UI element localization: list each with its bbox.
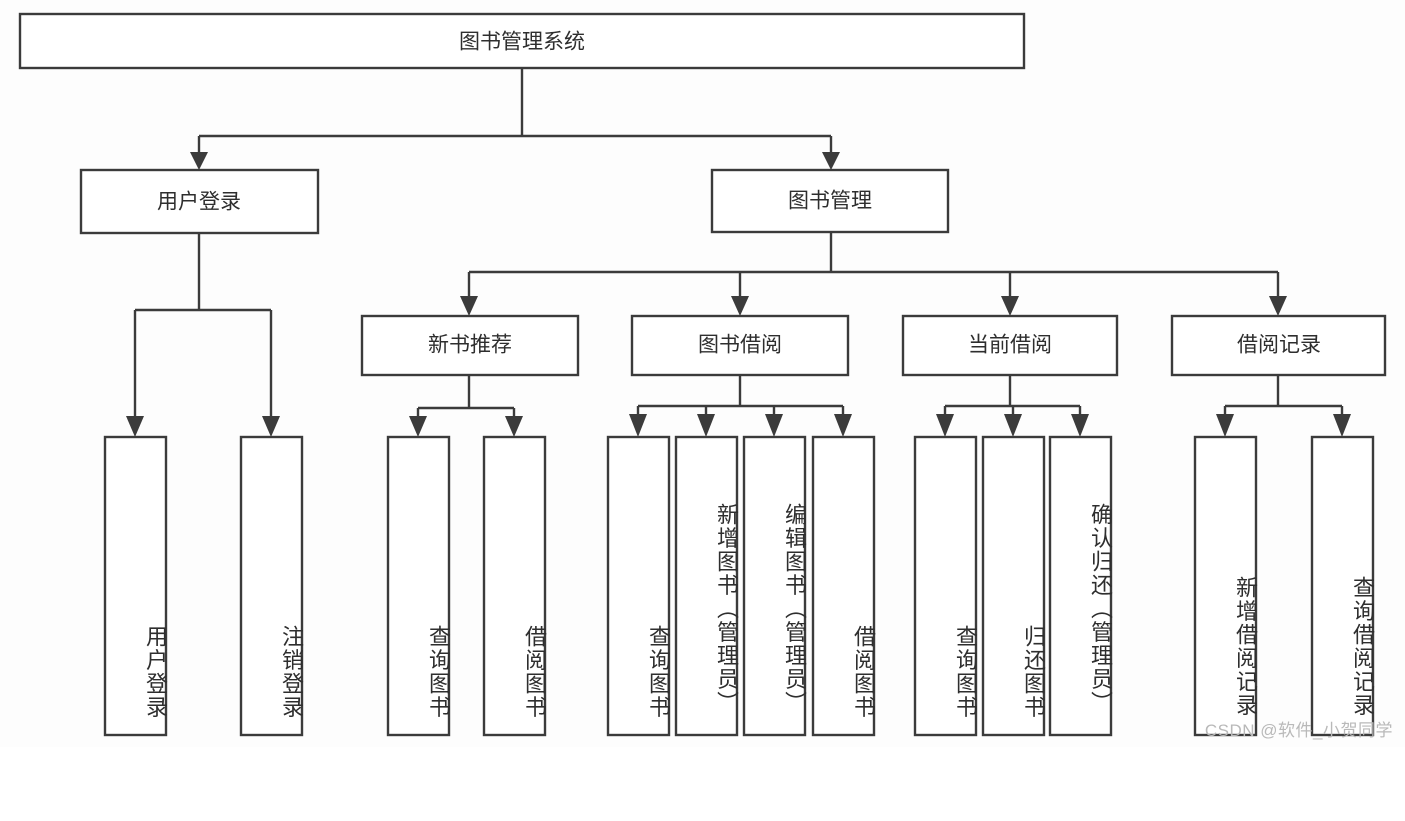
arrow-head-leaf7 — [765, 414, 783, 437]
arrow-head-leaf12 — [1216, 414, 1234, 437]
arrow-head-bookmgmt — [822, 152, 840, 170]
arrow-head-leaf11 — [1071, 414, 1089, 437]
watermark-text: CSDN @软件_小贺同学 — [1204, 721, 1393, 740]
node-box-leaf4[interactable] — [482, 435, 547, 737]
node-labels-horizontal: 图书管理系统 用户登录 图书管理 新书推荐 图书借阅 当前借阅 借阅记录 — [157, 31, 1321, 357]
arrow-head-borrow — [731, 296, 749, 316]
arrow-head-leaf4 — [505, 416, 523, 437]
node-box-leaf6[interactable] — [674, 435, 739, 737]
node-box-leaf10[interactable] — [981, 435, 1046, 737]
node-box-leaf8[interactable] — [811, 435, 876, 737]
node-box-leaf2[interactable] — [239, 435, 304, 737]
flowchart-canvas: 图书管理系统 用户登录 图书管理 新书推荐 图书借阅 当前借阅 借阅记录 用户登… — [18, 12, 1393, 740]
node-label-root: 图书管理系统 — [459, 31, 585, 54]
arrow-head-leaf2 — [262, 416, 280, 437]
node-box-newbook[interactable] — [360, 314, 580, 377]
node-box-leaf12[interactable] — [1193, 435, 1258, 737]
arrow-head-newbook — [460, 296, 478, 316]
node-box-borrow[interactable] — [630, 314, 850, 377]
flowchart-svg: 图书管理系统 用户登录 图书管理 新书推荐 图书借阅 当前借阅 借阅记录 — [18, 12, 1387, 737]
node-box-current[interactable] — [901, 314, 1119, 377]
node-boxes — [18, 12, 1387, 737]
node-box-bookmgmt[interactable] — [710, 168, 950, 234]
arrow-head-leaf8 — [834, 414, 852, 437]
arrow-head-leaf13 — [1333, 414, 1351, 437]
arrow-head-leaf6 — [697, 414, 715, 437]
node-label-newbook: 新书推荐 — [428, 334, 512, 357]
node-box-leaf13[interactable] — [1310, 435, 1375, 737]
node-label-record: 借阅记录 — [1237, 334, 1321, 357]
arrow-head-login — [190, 152, 208, 170]
node-box-leaf3[interactable] — [386, 435, 451, 737]
arrow-head-leaf5 — [629, 414, 647, 437]
node-box-record[interactable] — [1170, 314, 1387, 377]
arrow-head-leaf1 — [126, 416, 144, 437]
node-box-leaf5[interactable] — [606, 435, 671, 737]
arrow-head-leaf10 — [1004, 414, 1022, 437]
node-label-bookmgmt: 图书管理 — [788, 190, 872, 213]
node-label-login: 用户登录 — [157, 191, 241, 214]
arrow-head-current — [1001, 296, 1019, 316]
connectors — [126, 68, 1351, 437]
arrow-head-leaf3 — [409, 416, 427, 437]
node-label-current: 当前借阅 — [968, 334, 1052, 357]
node-label-borrow: 图书借阅 — [698, 334, 782, 357]
node-box-login[interactable] — [79, 168, 320, 235]
arrow-head-record — [1269, 296, 1287, 316]
node-box-leaf1[interactable] — [103, 435, 168, 737]
arrow-head-leaf9 — [936, 414, 954, 437]
node-box-leaf7[interactable] — [742, 435, 807, 737]
node-box-root[interactable] — [18, 12, 1026, 70]
node-box-leaf11[interactable] — [1048, 435, 1113, 737]
node-box-leaf9[interactable] — [913, 435, 978, 737]
